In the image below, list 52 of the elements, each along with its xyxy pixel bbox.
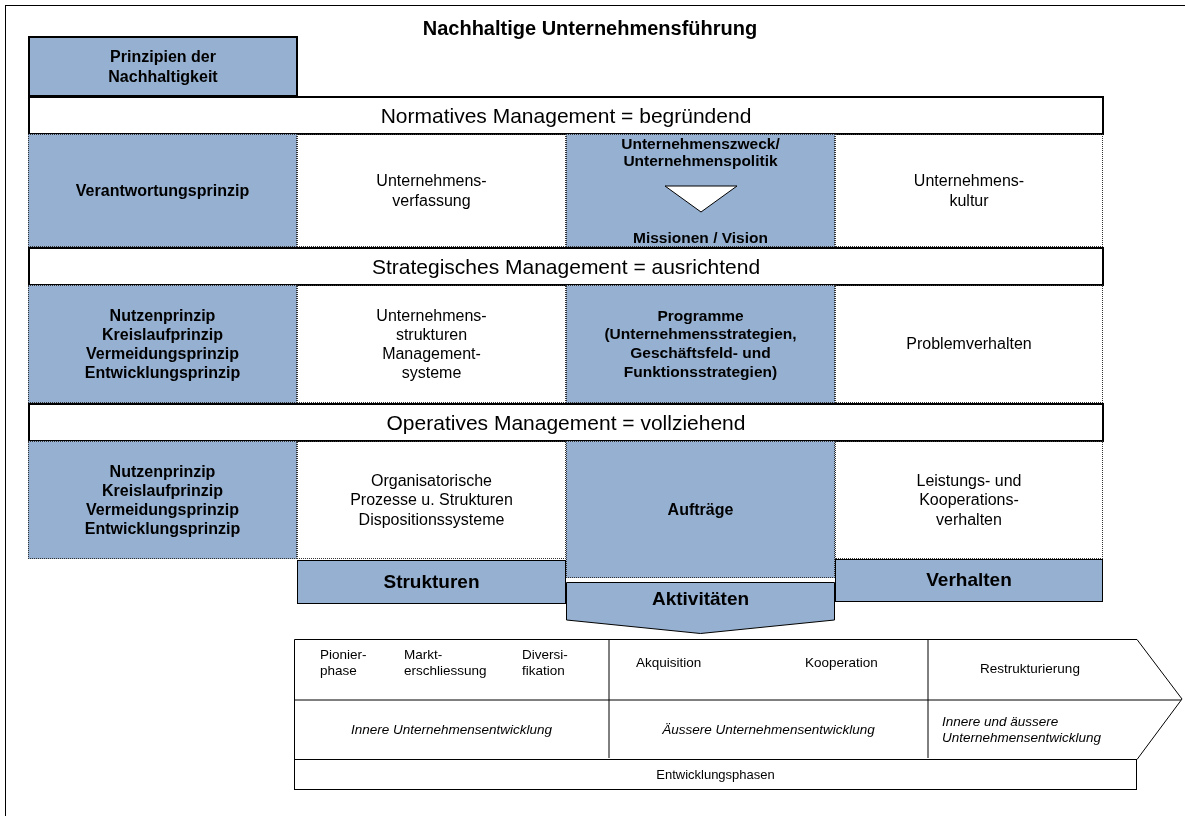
table-cell <box>566 285 835 403</box>
category-label: Strukturen <box>383 570 480 594</box>
cell-text: Entwicklungsprinzip <box>84 363 241 383</box>
cell-text: Aufträge <box>667 499 734 520</box>
table-cell <box>28 285 297 403</box>
table-cell <box>835 134 1103 247</box>
table-cell <box>566 134 835 247</box>
table-cell <box>566 441 835 578</box>
diagram-title: Nachhaltige Unternehmensführung <box>421 17 759 40</box>
principles-header-box <box>28 36 298 97</box>
header-text: Prinzipien der Nachhaltigkeit <box>107 47 219 86</box>
cell-text: Dispositionssysteme <box>358 509 505 529</box>
category-box <box>297 560 566 604</box>
phase-label: Restrukturierung <box>980 661 1080 678</box>
phases-label-box <box>294 759 1137 790</box>
cell-text: Leistungs- und Kooperations- verhalten <box>915 471 1023 529</box>
cell-text: Entwicklungsprinzip <box>84 519 241 539</box>
table-cell <box>28 134 297 247</box>
cell-text: Programme (Unternehmensstrategien, Geschäftsfeld- und Funktionsstrategien) <box>603 306 798 382</box>
phase-label: Markt- erschliessung <box>404 647 488 680</box>
table-cell <box>835 285 1103 403</box>
band-label: Strategisches Management = ausrichtend <box>371 253 761 280</box>
cell-text: Nutzenprinzip <box>109 461 216 481</box>
cell-text: Problemverhalten <box>906 334 1032 354</box>
table-cell <box>28 441 297 559</box>
phase-label: Pionier- phase <box>320 647 368 680</box>
phase-description: Innere und äussere Unternehmensentwicklung <box>942 713 1103 747</box>
phases-caption: Entwicklungsphasen <box>656 766 775 783</box>
phase-label: Akquisition <box>636 655 702 672</box>
cell-text: Unternehmenszweck/ Unternehmenspolitik <box>620 135 781 170</box>
phase-label: Diversi- fikation <box>522 647 569 680</box>
cell-text: Vermeidungsprinzip <box>86 500 239 520</box>
cell-text: Organisatorische Prozesse u. Strukturen <box>349 471 514 510</box>
category-label: Aktivitäten <box>651 588 750 611</box>
cell-text: Vermeidungsprinzip <box>86 344 239 364</box>
cell-text: Unternehmens- strukturen <box>375 305 488 344</box>
cell-text: Nutzenprinzip <box>109 305 216 325</box>
cell-text: Management- systeme <box>381 344 482 383</box>
phase-label: Kooperation <box>805 655 878 672</box>
cell-text: Unternehmens- verfassung <box>375 171 488 210</box>
cell-text: Verantwortungsprinzip <box>75 180 250 201</box>
category-box <box>835 559 1103 602</box>
cell-text: Missionen / Vision <box>633 228 768 246</box>
downward-arrow-shape <box>566 582 835 634</box>
phase-description: Äussere Unternehmensentwicklung <box>662 721 875 739</box>
phase-description: Innere Unternehmensentwicklung <box>350 721 553 739</box>
cell-text: Kreislaufprinzip <box>102 480 223 500</box>
cell-text: Kreislaufprinzip <box>102 324 223 344</box>
band-label: Operatives Management = vollziehend <box>386 409 746 436</box>
cell-text: Unternehmens- kultur <box>912 171 1026 210</box>
band-label: Normatives Management = begründend <box>380 102 752 129</box>
category-label: Verhalten <box>926 569 1012 592</box>
